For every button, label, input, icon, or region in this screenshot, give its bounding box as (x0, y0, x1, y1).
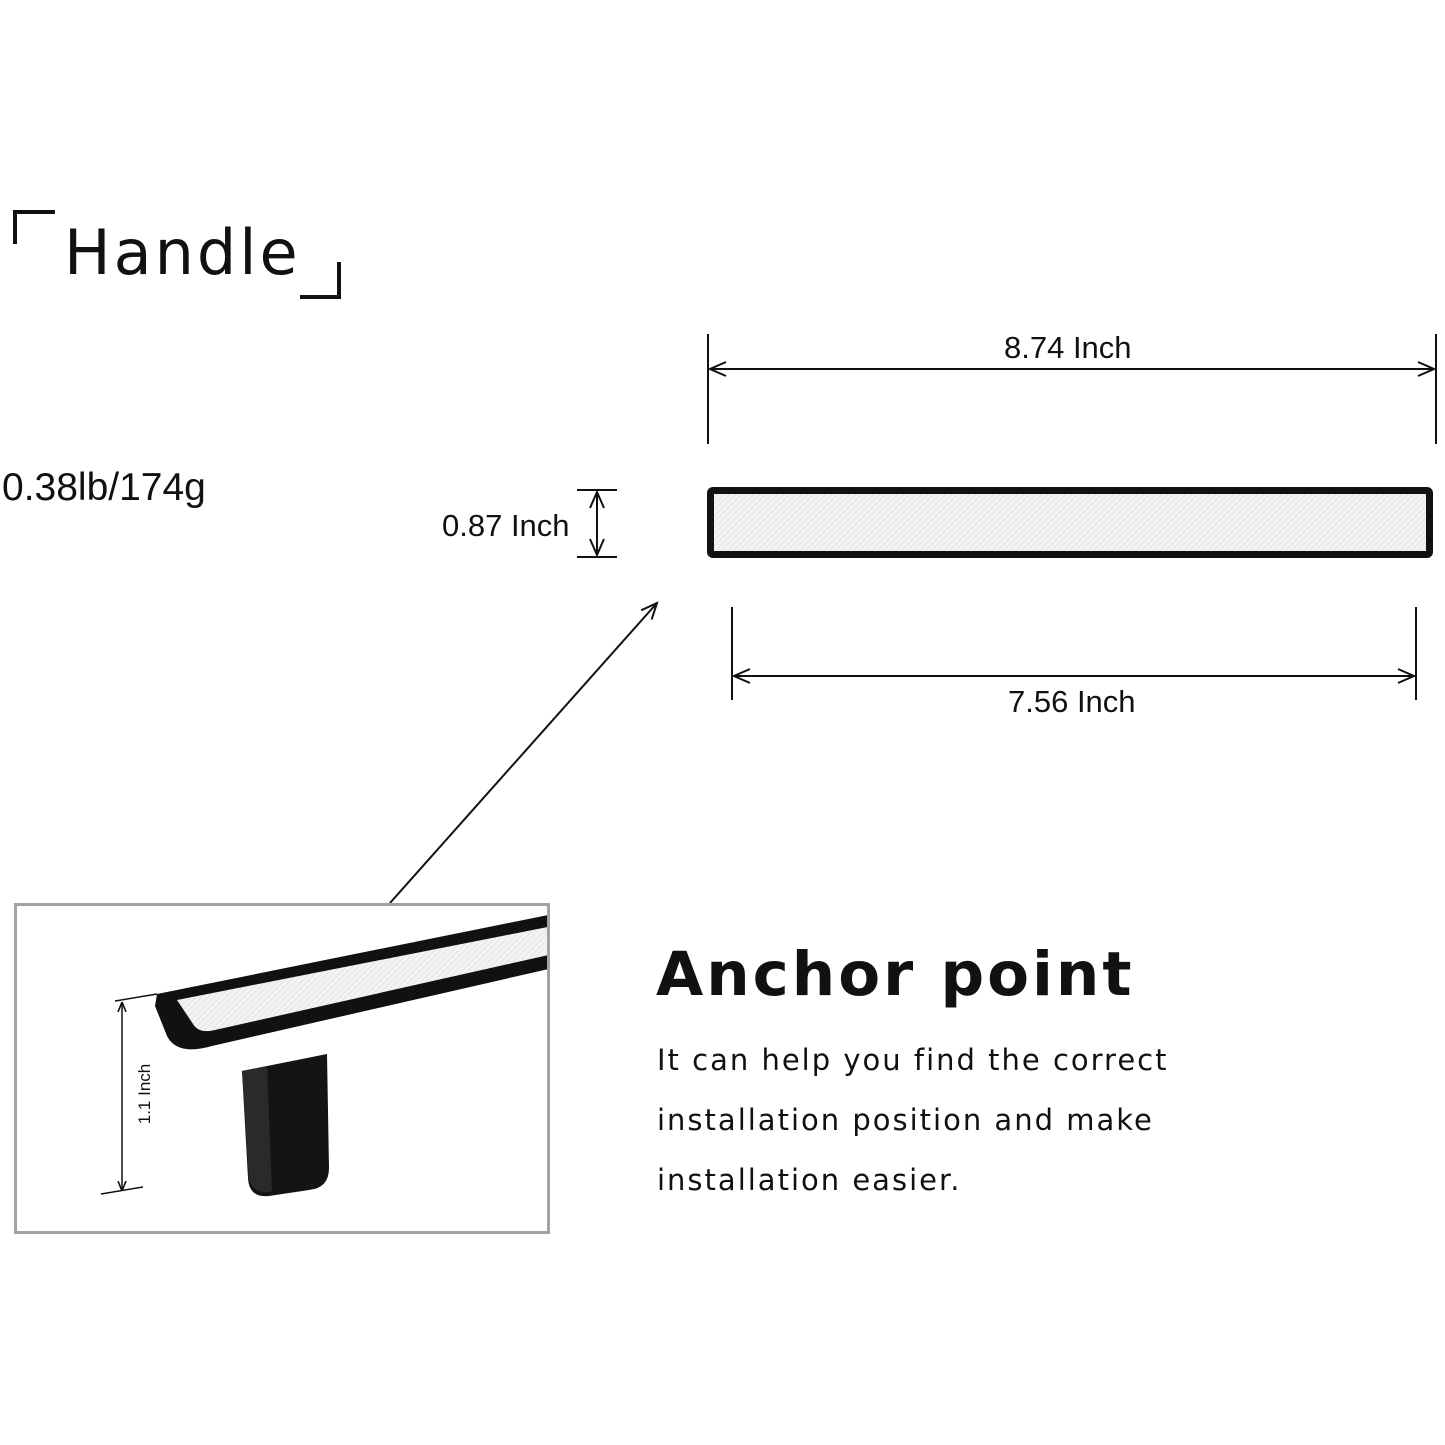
hole-spacing-label: 7.56 Inch (1008, 684, 1136, 719)
anchor-description-line-3: installation easier. (657, 1163, 962, 1197)
handle-top-view-inlay (714, 494, 1426, 551)
anchor-point-heading: Anchor point (656, 939, 1135, 1010)
title-bracket-left (13, 210, 55, 244)
height-label: 1.1 Inch (135, 1063, 154, 1125)
anchor-description-line-2: installation position and make (657, 1103, 1154, 1137)
handle-perspective-view (100, 915, 547, 1197)
page-title: Handle (64, 216, 301, 289)
anchor-point-inset: 1.1 Inch (14, 903, 550, 1234)
anchor-description-line-1: It can help you find the correct (657, 1043, 1169, 1077)
anchor-pointer-arrow (389, 603, 657, 904)
overall-length-label: 8.74 Inch (1004, 330, 1132, 365)
title-bracket-right (300, 262, 341, 299)
weight-label: 0.38lb/174g (2, 466, 206, 509)
width-label: 0.87 Inch (442, 508, 570, 543)
